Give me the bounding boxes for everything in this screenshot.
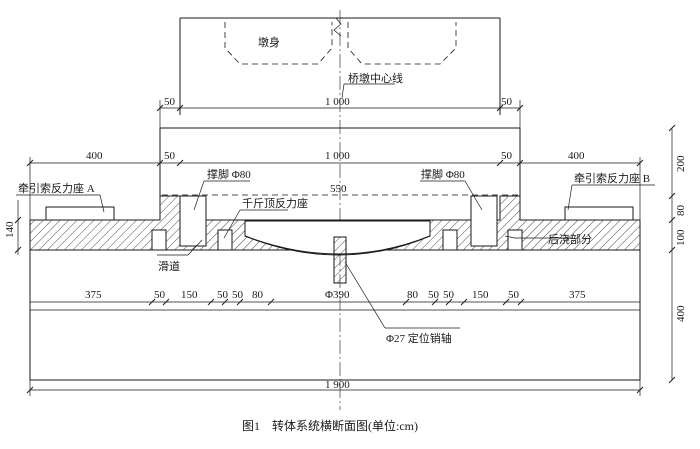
- dim-375-left: 375: [85, 289, 102, 301]
- reaction-seat-b: [564, 206, 634, 221]
- dim-phi390: Φ390: [325, 289, 350, 301]
- label-post-cast: 后浇部分: [548, 232, 592, 246]
- label-jack-seat: 千斤顶反力座: [242, 196, 308, 210]
- dim-mid-550: 550: [330, 183, 347, 195]
- dim-left-140: 140: [4, 221, 16, 238]
- label-brace-left: 撑脚 Φ80: [207, 167, 251, 181]
- label-pier-center: 桥墩中心线: [348, 71, 403, 85]
- dim-upper-400-left: 400: [86, 150, 103, 162]
- dim-right: [668, 124, 676, 384]
- dim-top-1000: 1 000: [325, 96, 350, 108]
- dim-50-a: 50: [154, 289, 166, 301]
- dim-50-b: 50: [217, 289, 229, 301]
- reaction-seat-a: [45, 206, 115, 221]
- dim-top: [156, 100, 524, 128]
- leaders: [16, 83, 655, 329]
- dim-50-e: 50: [443, 289, 455, 301]
- label-pier-body: 墩身: [258, 35, 280, 49]
- dim-150-left: 150: [181, 289, 198, 301]
- dim-lower: [30, 298, 640, 306]
- label-brace-right: 撑脚 Φ80: [421, 167, 465, 181]
- lower-base: [29, 250, 641, 381]
- dim-upper: [26, 157, 644, 220]
- dim-right-100: 100: [675, 229, 687, 246]
- label-slide: 滑道: [158, 259, 180, 273]
- dim-top-50-right: 50: [501, 96, 513, 108]
- dim-top-50-left: 50: [164, 96, 176, 108]
- dim-right-200: 200: [675, 155, 687, 172]
- dim-80-left: 80: [252, 289, 264, 301]
- dim-80-right: 80: [407, 289, 419, 301]
- dim-right-400: 400: [675, 305, 687, 322]
- dim-right-80: 80: [675, 205, 687, 217]
- dim-50-c: 50: [232, 289, 244, 301]
- dim-50-d: 50: [428, 289, 440, 301]
- dim-50-f: 50: [508, 289, 520, 301]
- dim-bottom: [26, 380, 644, 396]
- dim-upper-50-left: 50: [164, 150, 176, 162]
- label-reaction-a: 牵引索反力座 A: [18, 181, 95, 195]
- label-reaction-b: 牵引索反力座 B: [574, 171, 650, 185]
- hatched-band: [29, 195, 641, 284]
- dim-bottom-1900: 1 900: [325, 379, 350, 391]
- dim-375-right: 375: [569, 289, 586, 301]
- label-pin: Φ27 定位销轴: [386, 331, 452, 345]
- dim-upper-50-right: 50: [501, 150, 513, 162]
- dim-left: [14, 200, 22, 255]
- dim-upper-1000: 1 000: [325, 150, 350, 162]
- upper-table: [159, 127, 521, 196]
- dim-upper-400-right: 400: [568, 150, 585, 162]
- figure-caption: 图1 转体系统横断面图(单位:cm): [242, 418, 418, 433]
- dim-150-right: 150: [472, 289, 489, 301]
